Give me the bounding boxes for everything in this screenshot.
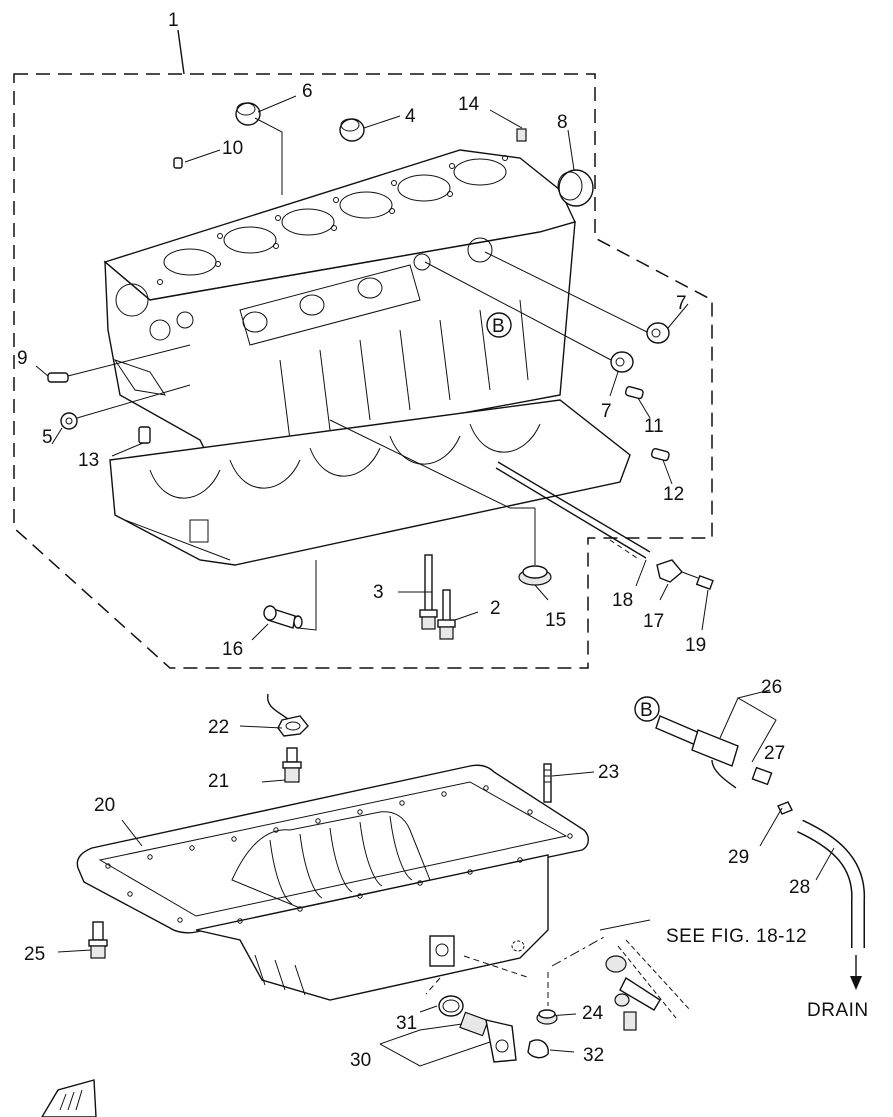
bolt-2: [437, 589, 456, 640]
seal-15: [518, 565, 552, 586]
callout-13: 13: [78, 450, 99, 471]
bolt-19: [681, 571, 714, 590]
callout-10: 10: [222, 138, 243, 159]
callout-32: 32: [583, 1045, 604, 1066]
callout-6: 6: [302, 81, 313, 102]
plug-7-lower: [610, 351, 634, 373]
marker-b-block-label: B: [492, 316, 505, 337]
callout-19: 19: [685, 635, 706, 656]
pin-12: [650, 448, 670, 462]
pin-11: [624, 386, 644, 400]
callout-28: 28: [789, 877, 810, 898]
callout-3: 3: [373, 582, 384, 603]
callout-26: 26: [761, 677, 782, 698]
callout-17: 17: [643, 611, 664, 632]
callout-8: 8: [557, 112, 568, 133]
pin-14: [516, 128, 527, 142]
fitting-17: [656, 559, 683, 583]
callout-9: 9: [17, 348, 28, 369]
drain-leaders: [379, 977, 575, 1067]
marker-b-hose-label: B: [640, 700, 653, 721]
hose-28: [797, 819, 866, 948]
pipe-18: [495, 461, 651, 559]
plug-8: [557, 169, 594, 207]
sensor-16: [263, 605, 303, 629]
callout-20: 20: [94, 795, 115, 816]
callout-31: 31: [396, 1013, 417, 1034]
drain-label: DRAIN: [807, 1000, 869, 1021]
callout-7-upper: 7: [676, 293, 687, 314]
pan-leaders: [57, 725, 595, 1017]
callout-24: 24: [582, 1003, 604, 1024]
pin-9: [47, 372, 69, 383]
callout-16: 16: [222, 639, 243, 660]
fitting-26: [655, 715, 739, 789]
callout-27: 27: [764, 743, 785, 764]
bolt-21: [282, 747, 302, 783]
hose-leaders: [599, 689, 835, 931]
plug-32: [527, 1039, 549, 1059]
callout-5: 5: [42, 427, 53, 448]
callout-labels: 1 2 3 4 5 6 7 7 8 9 10 11 12 13 14 15 16…: [17, 10, 810, 1071]
drain-fitting-30: [459, 1011, 517, 1063]
callout-14: 14: [458, 94, 480, 115]
cylinder-block: [103, 149, 631, 566]
callout-7-lower: 7: [601, 401, 612, 422]
lower-leaders: [251, 419, 709, 641]
callout-11: 11: [644, 416, 664, 437]
bolt-27: [751, 766, 773, 786]
block-leaders: [35, 95, 689, 485]
callout-25: 25: [24, 944, 45, 965]
callout-1: 1: [168, 10, 179, 31]
bolt-25: [88, 921, 108, 959]
callout-23: 23: [598, 762, 619, 783]
page-corner-mark: [41, 1079, 97, 1117]
callout-18: 18: [612, 590, 633, 611]
reference-marker-b-hose: [634, 696, 660, 722]
dowel-pin-10: [173, 157, 183, 169]
callout-29: 29: [728, 847, 749, 868]
callout-21: 21: [208, 771, 229, 792]
oil-pan: [76, 764, 589, 1001]
stud-23: [543, 763, 552, 803]
callout-30: 30: [350, 1050, 371, 1071]
callout-4: 4: [405, 106, 416, 127]
core-plug-4: [339, 118, 365, 142]
washer-24: [536, 1009, 558, 1025]
related-fitting-ghost: [551, 935, 691, 1031]
fitting-29: [777, 801, 793, 815]
plug-7-upper: [646, 322, 670, 344]
drain-arrow: [850, 955, 862, 990]
plug-5: [60, 412, 78, 430]
callout-15: 15: [545, 610, 566, 631]
see-figure-note: SEE FIG. 18-12: [666, 926, 807, 947]
oil-level-gauge-22: [266, 693, 309, 737]
bolt-3: [419, 554, 438, 630]
pin-13: [138, 426, 151, 444]
gasket-31: [438, 995, 464, 1017]
callout-2: 2: [490, 598, 501, 619]
callout-12: 12: [663, 484, 684, 505]
reference-marker-b-block: [486, 312, 512, 338]
callout-22: 22: [208, 717, 229, 738]
core-plug-6: [235, 102, 261, 126]
cylinder-block-assembly-boundary: [13, 73, 713, 669]
